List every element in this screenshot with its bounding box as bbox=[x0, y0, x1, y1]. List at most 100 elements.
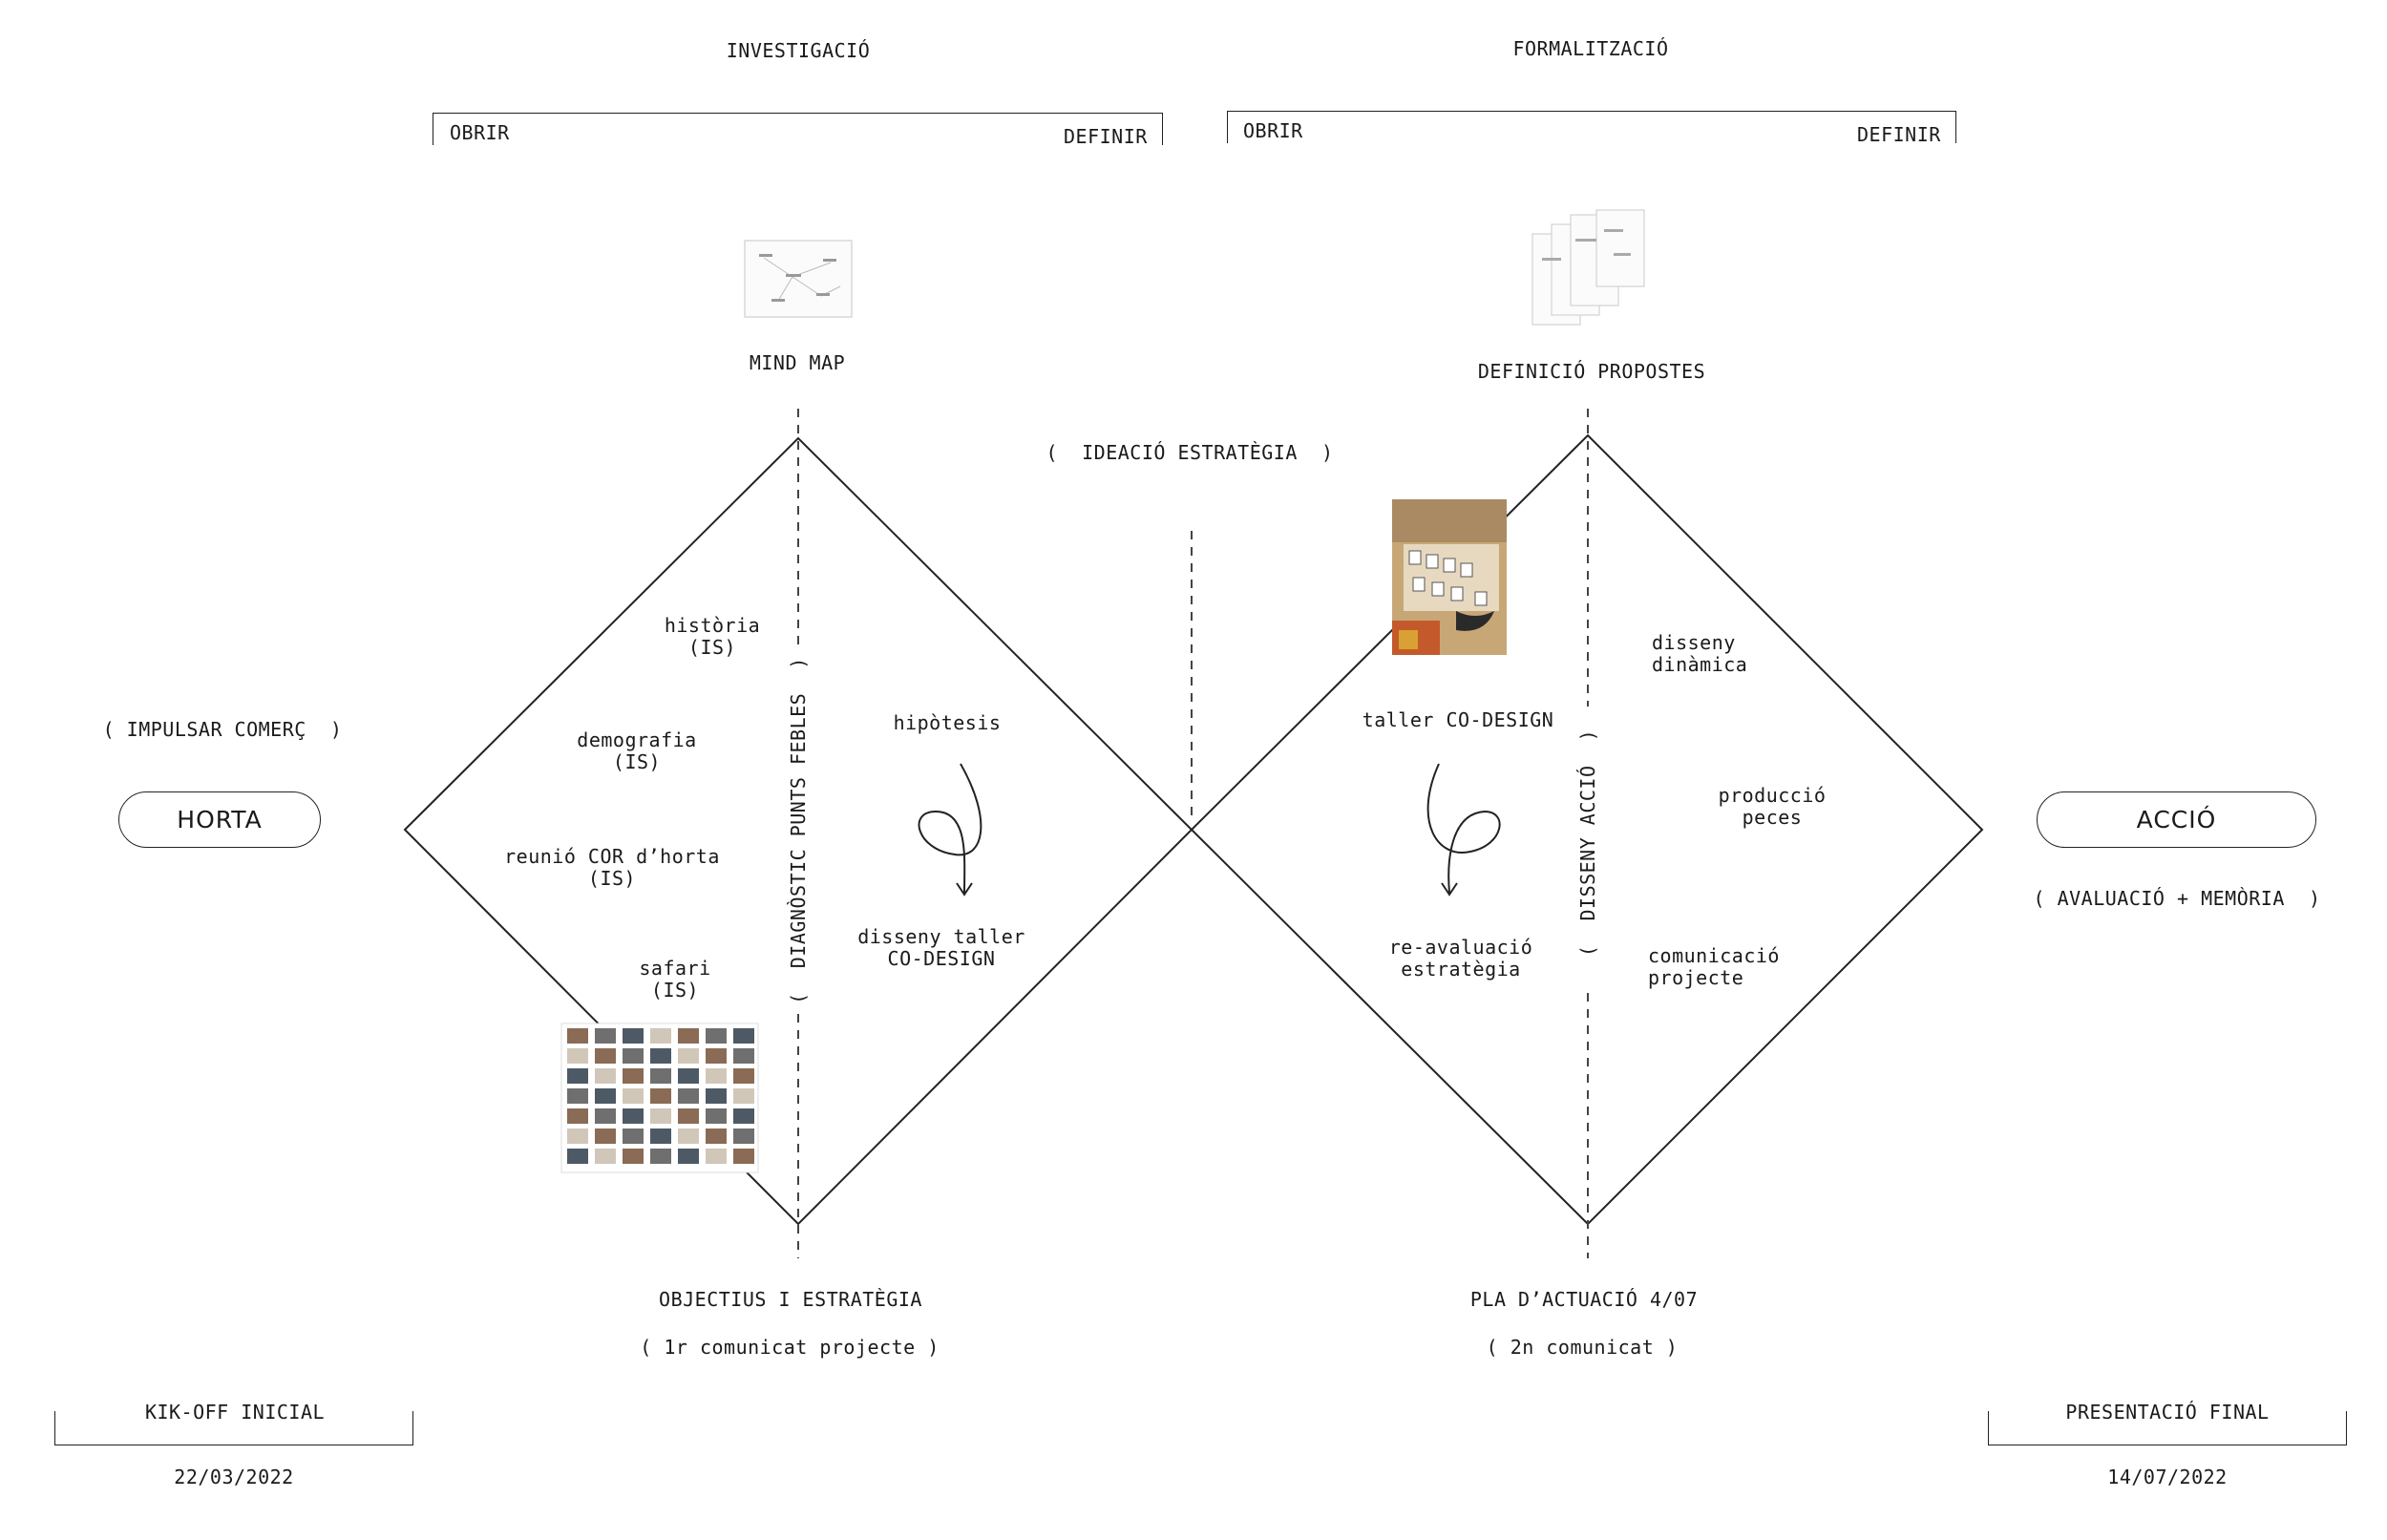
reunio-cor-item: reunió COR d’horta(IS) bbox=[504, 846, 720, 890]
safari-photo-cell bbox=[733, 1108, 754, 1124]
demografia-item: demografia(IS) bbox=[577, 729, 696, 773]
mind-map-thumbnail bbox=[744, 240, 853, 318]
historia-label: història bbox=[664, 614, 761, 637]
safari-photo-cell bbox=[623, 1149, 644, 1164]
safari-photo-cell bbox=[567, 1129, 588, 1144]
impulsar-comerc-label: ( IMPULSAR COMERÇ ) bbox=[102, 718, 343, 741]
safari-photo-cell bbox=[650, 1108, 671, 1124]
presentacio-bracket bbox=[1988, 1411, 2347, 1445]
safari-photo-cell bbox=[706, 1129, 727, 1144]
safari-photo-cell bbox=[733, 1028, 754, 1044]
bracket-left-open: OBRIR bbox=[450, 121, 510, 144]
pla-actuacio-label: PLA D’ACTUACIÓ 4/07 bbox=[1469, 1288, 1699, 1311]
safari-photo-cell bbox=[567, 1108, 588, 1124]
safari-photo-cell bbox=[623, 1048, 644, 1064]
safari-photo-cell bbox=[733, 1048, 754, 1064]
safari-photo-cell bbox=[595, 1068, 616, 1084]
safari-photo-cell bbox=[706, 1048, 727, 1064]
hipotesis-label: hipòtesis bbox=[893, 711, 1002, 734]
bracket-right-open: OBRIR bbox=[1243, 119, 1303, 142]
safari-photo-cell bbox=[623, 1108, 644, 1124]
comunicacio-label: comunicació bbox=[1648, 944, 1780, 967]
segon-comunicat-label: ( 2n comunicat ) bbox=[1486, 1336, 1679, 1359]
safari-photo-cell bbox=[650, 1028, 671, 1044]
primer-comunicat-label: ( 1r comunicat projecte ) bbox=[640, 1336, 940, 1359]
safari-photo-cell bbox=[706, 1088, 727, 1104]
safari-photo-cell bbox=[595, 1108, 616, 1124]
safari-photo-cell bbox=[678, 1129, 699, 1144]
kickoff-label: KIK-OFF INICIAL bbox=[144, 1401, 326, 1424]
kickoff-date: 22/03/2022 bbox=[174, 1466, 294, 1488]
safari-photo-cell bbox=[567, 1149, 588, 1164]
safari-photo-cell bbox=[650, 1068, 671, 1084]
estrategia-label: estratègia bbox=[1401, 958, 1521, 981]
safari-photo-cell bbox=[678, 1068, 699, 1084]
safari-photo-cell bbox=[733, 1068, 754, 1084]
bracket-left-define: DEFINIR bbox=[1064, 125, 1148, 148]
safari-photo-cell bbox=[650, 1129, 671, 1144]
safari-photo-cell bbox=[733, 1149, 754, 1164]
safari-photo-cell bbox=[706, 1028, 727, 1044]
safari-photo-cell bbox=[567, 1088, 588, 1104]
safari-photo-cell bbox=[623, 1068, 644, 1084]
safari-photo-grid bbox=[560, 1023, 759, 1173]
taller-codesign-label: taller CO-DESIGN bbox=[1362, 708, 1554, 731]
disseny-accio-label: ( DISSENY ACCIÓ ) bbox=[1576, 728, 1599, 958]
historia-tag: (IS) bbox=[687, 636, 737, 659]
mind-map-label: MIND MAP bbox=[749, 351, 846, 374]
avaluacio-memoria-label: ( AVALUACIÓ + MEMÒRIA ) bbox=[2033, 887, 2321, 910]
workshop-photo bbox=[1392, 499, 1507, 655]
safari-photo-cell bbox=[623, 1088, 644, 1104]
diagnostic-punts-febles-label: ( DIAGNÒSTIC PUNTS FEBLES ) bbox=[787, 657, 810, 1004]
accio-pill: ACCIÓ bbox=[2037, 791, 2316, 848]
accio-pill-label: ACCIÓ bbox=[2136, 806, 2217, 833]
loop-arrow-icon bbox=[918, 763, 982, 897]
codesign-label: CO-DESIGN bbox=[887, 947, 996, 970]
disseny-taller-label: disseny taller bbox=[857, 925, 1025, 948]
safari-photo-cell bbox=[678, 1149, 699, 1164]
produccio-label: producció bbox=[1718, 784, 1827, 807]
safari-photo-cell bbox=[706, 1068, 727, 1084]
safari-photo-cell bbox=[595, 1048, 616, 1064]
safari-photo-cell bbox=[678, 1048, 699, 1064]
safari-photo-cell bbox=[650, 1048, 671, 1064]
safari-photo-cell bbox=[678, 1108, 699, 1124]
bracket-right bbox=[1227, 111, 1956, 143]
presentacio-final-date: 14/07/2022 bbox=[2107, 1466, 2228, 1488]
safari-item: safari(IS) bbox=[639, 958, 710, 1002]
kickoff-bracket bbox=[54, 1411, 413, 1445]
safari-photo-cell bbox=[567, 1068, 588, 1084]
ideacio-estrategia-label: ( IDEACIÓ ESTRATÈGIA ) bbox=[1046, 441, 1334, 464]
safari-photo-cell bbox=[595, 1129, 616, 1144]
safari-photo-cell bbox=[678, 1088, 699, 1104]
demografia-label: demografia bbox=[577, 728, 697, 751]
presentacio-final-label: PRESENTACIÓ FINAL bbox=[2065, 1401, 2270, 1424]
dinamica-label: dinàmica bbox=[1652, 653, 1748, 676]
horta-pill: HORTA bbox=[118, 791, 321, 848]
safari-photo-cell bbox=[567, 1028, 588, 1044]
safari-photo-cell bbox=[595, 1028, 616, 1044]
safari-photo-cell bbox=[595, 1088, 616, 1104]
safari-photo-cell bbox=[623, 1129, 644, 1144]
safari-photo-cell bbox=[706, 1149, 727, 1164]
loop-arrow-icon bbox=[1426, 763, 1501, 897]
safari-photo-cell bbox=[706, 1108, 727, 1124]
safari-label: safari bbox=[639, 957, 711, 980]
safari-tag: (IS) bbox=[650, 979, 700, 1002]
safari-photo-cell bbox=[567, 1048, 588, 1064]
peces-label: peces bbox=[1742, 806, 1803, 829]
proposals-stack-thumbnail bbox=[1531, 209, 1645, 326]
phase-title-formalitzacio: FORMALITZACIÓ bbox=[1512, 37, 1669, 60]
safari-photo-cell bbox=[650, 1088, 671, 1104]
safari-photo-cell bbox=[733, 1088, 754, 1104]
horta-pill-label: HORTA bbox=[177, 806, 263, 833]
bracket-left bbox=[433, 113, 1163, 145]
safari-photo-cell bbox=[678, 1028, 699, 1044]
bracket-right-define: DEFINIR bbox=[1857, 123, 1941, 146]
